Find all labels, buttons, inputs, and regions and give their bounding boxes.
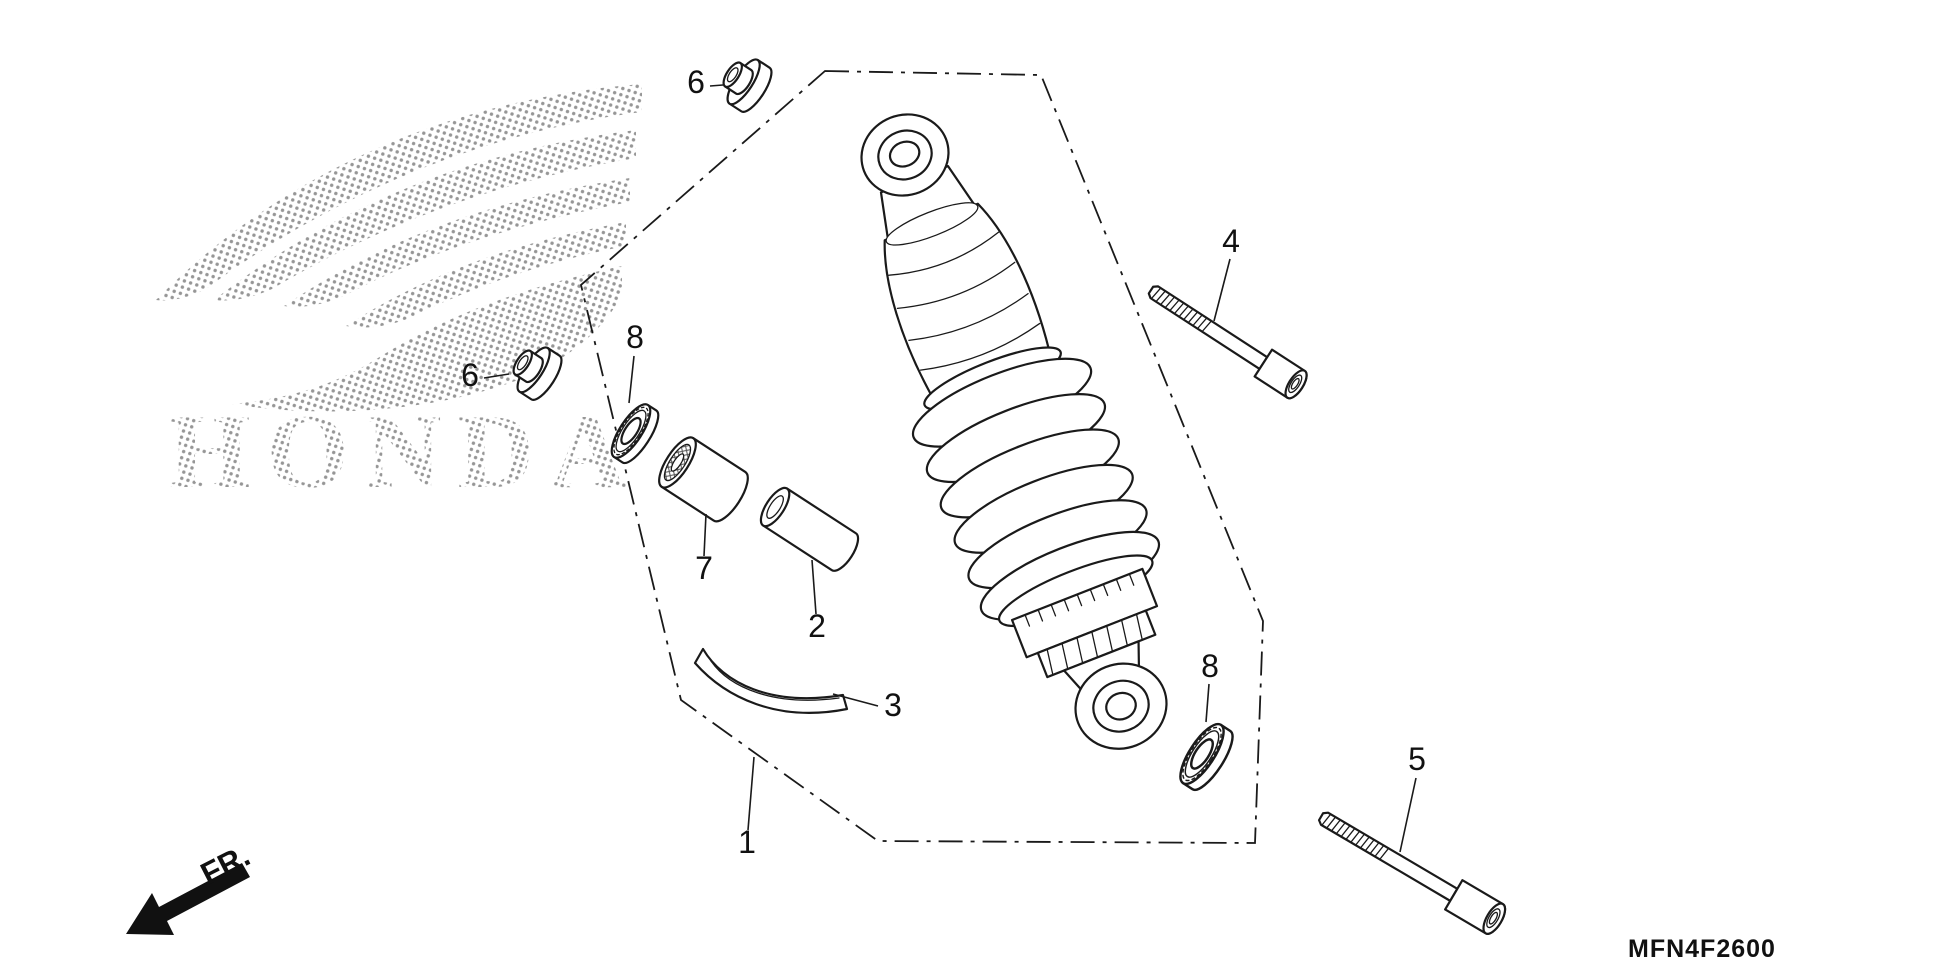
thread-ticks bbox=[1150, 287, 1213, 333]
cap-boss bbox=[514, 349, 544, 384]
rubber-strip bbox=[693, 647, 849, 714]
eye-bore bbox=[888, 140, 921, 168]
callout-labels: 1 2 3 4 5 6 6 7 8 8 bbox=[461, 64, 1426, 860]
front-direction-indicator: FR. bbox=[126, 838, 255, 935]
bearing-bore bbox=[670, 453, 685, 472]
honda-logo: HONDA bbox=[156, 84, 643, 510]
collar-spacer bbox=[759, 486, 860, 572]
callout-1[interactable]: 1 bbox=[738, 824, 756, 860]
leader-7 bbox=[703, 513, 707, 557]
bolt-shank bbox=[1317, 811, 1459, 902]
body-contour-line bbox=[919, 322, 1041, 371]
leader-8-right bbox=[1205, 683, 1210, 723]
front-arrow-icon bbox=[126, 863, 250, 935]
cap-boss bbox=[724, 61, 754, 96]
leader-6-top bbox=[709, 84, 724, 87]
body-contour-line bbox=[888, 231, 1000, 276]
callout-7[interactable]: 7 bbox=[695, 550, 713, 586]
body-contour-line bbox=[908, 293, 1029, 342]
stopper-rubber bbox=[693, 647, 849, 714]
shock-absorber-assembly bbox=[860, 113, 1168, 750]
dust-seal-right bbox=[1179, 722, 1234, 792]
leader-1 bbox=[747, 756, 755, 831]
callout-8-right[interactable]: 8 bbox=[1201, 648, 1219, 684]
cap-nut-left bbox=[512, 346, 563, 401]
wing-feather bbox=[156, 84, 642, 301]
callout-6-left[interactable]: 6 bbox=[461, 357, 479, 393]
diagram-code: MFN4F2600 bbox=[1628, 935, 1776, 963]
knurl-ticks bbox=[1046, 613, 1143, 676]
needle-bearing bbox=[658, 436, 749, 523]
wing-feather bbox=[214, 130, 636, 301]
honda-logo-text: HONDA bbox=[168, 393, 643, 510]
leader-lines bbox=[483, 84, 1417, 853]
callout-6-top[interactable]: 6 bbox=[687, 64, 705, 100]
thread-ticks bbox=[1321, 813, 1390, 861]
cap-nut-top bbox=[722, 58, 773, 113]
callout-5[interactable]: 5 bbox=[1408, 741, 1426, 777]
honda-wing-icon bbox=[156, 84, 642, 412]
body-contour-line bbox=[896, 261, 1016, 309]
collar-bore bbox=[766, 495, 784, 519]
seal-bore bbox=[1190, 738, 1214, 770]
leader-2 bbox=[811, 559, 817, 615]
cap-bore bbox=[726, 67, 739, 83]
callout-4[interactable]: 4 bbox=[1222, 223, 1240, 259]
cap-bore bbox=[516, 355, 529, 371]
eye-bore bbox=[1105, 691, 1137, 721]
socket-bolt-lower bbox=[1317, 811, 1507, 935]
seal-texture bbox=[613, 406, 649, 456]
collar-body bbox=[762, 487, 860, 572]
callout-3[interactable]: 3 bbox=[884, 687, 902, 723]
damper-top-cap bbox=[885, 202, 979, 246]
dust-seal-left bbox=[610, 403, 660, 465]
leader-8-left bbox=[628, 355, 635, 404]
leader-3 bbox=[832, 693, 879, 707]
rubber-strip-line bbox=[710, 660, 840, 701]
hex-socket-inner bbox=[1488, 911, 1499, 925]
phantom-boundary-line bbox=[579, 70, 1264, 844]
bottom-eye-mount bbox=[1062, 640, 1168, 750]
hex-socket-inner bbox=[1290, 377, 1300, 390]
callout-8-left[interactable]: 8 bbox=[626, 319, 644, 355]
seal-bore bbox=[620, 416, 642, 446]
callout-2[interactable]: 2 bbox=[808, 608, 826, 644]
leader-4 bbox=[1213, 258, 1231, 322]
leader-5 bbox=[1399, 777, 1417, 853]
wing-feather bbox=[346, 222, 626, 328]
seal-texture bbox=[1182, 726, 1222, 782]
preload-adjuster bbox=[997, 554, 1159, 679]
wing-feather bbox=[284, 178, 630, 307]
leader-6-left bbox=[483, 373, 510, 379]
castellation-ticks bbox=[1024, 573, 1135, 627]
top-eye-mount bbox=[860, 113, 950, 197]
socket-bolt-upper bbox=[1147, 285, 1308, 400]
